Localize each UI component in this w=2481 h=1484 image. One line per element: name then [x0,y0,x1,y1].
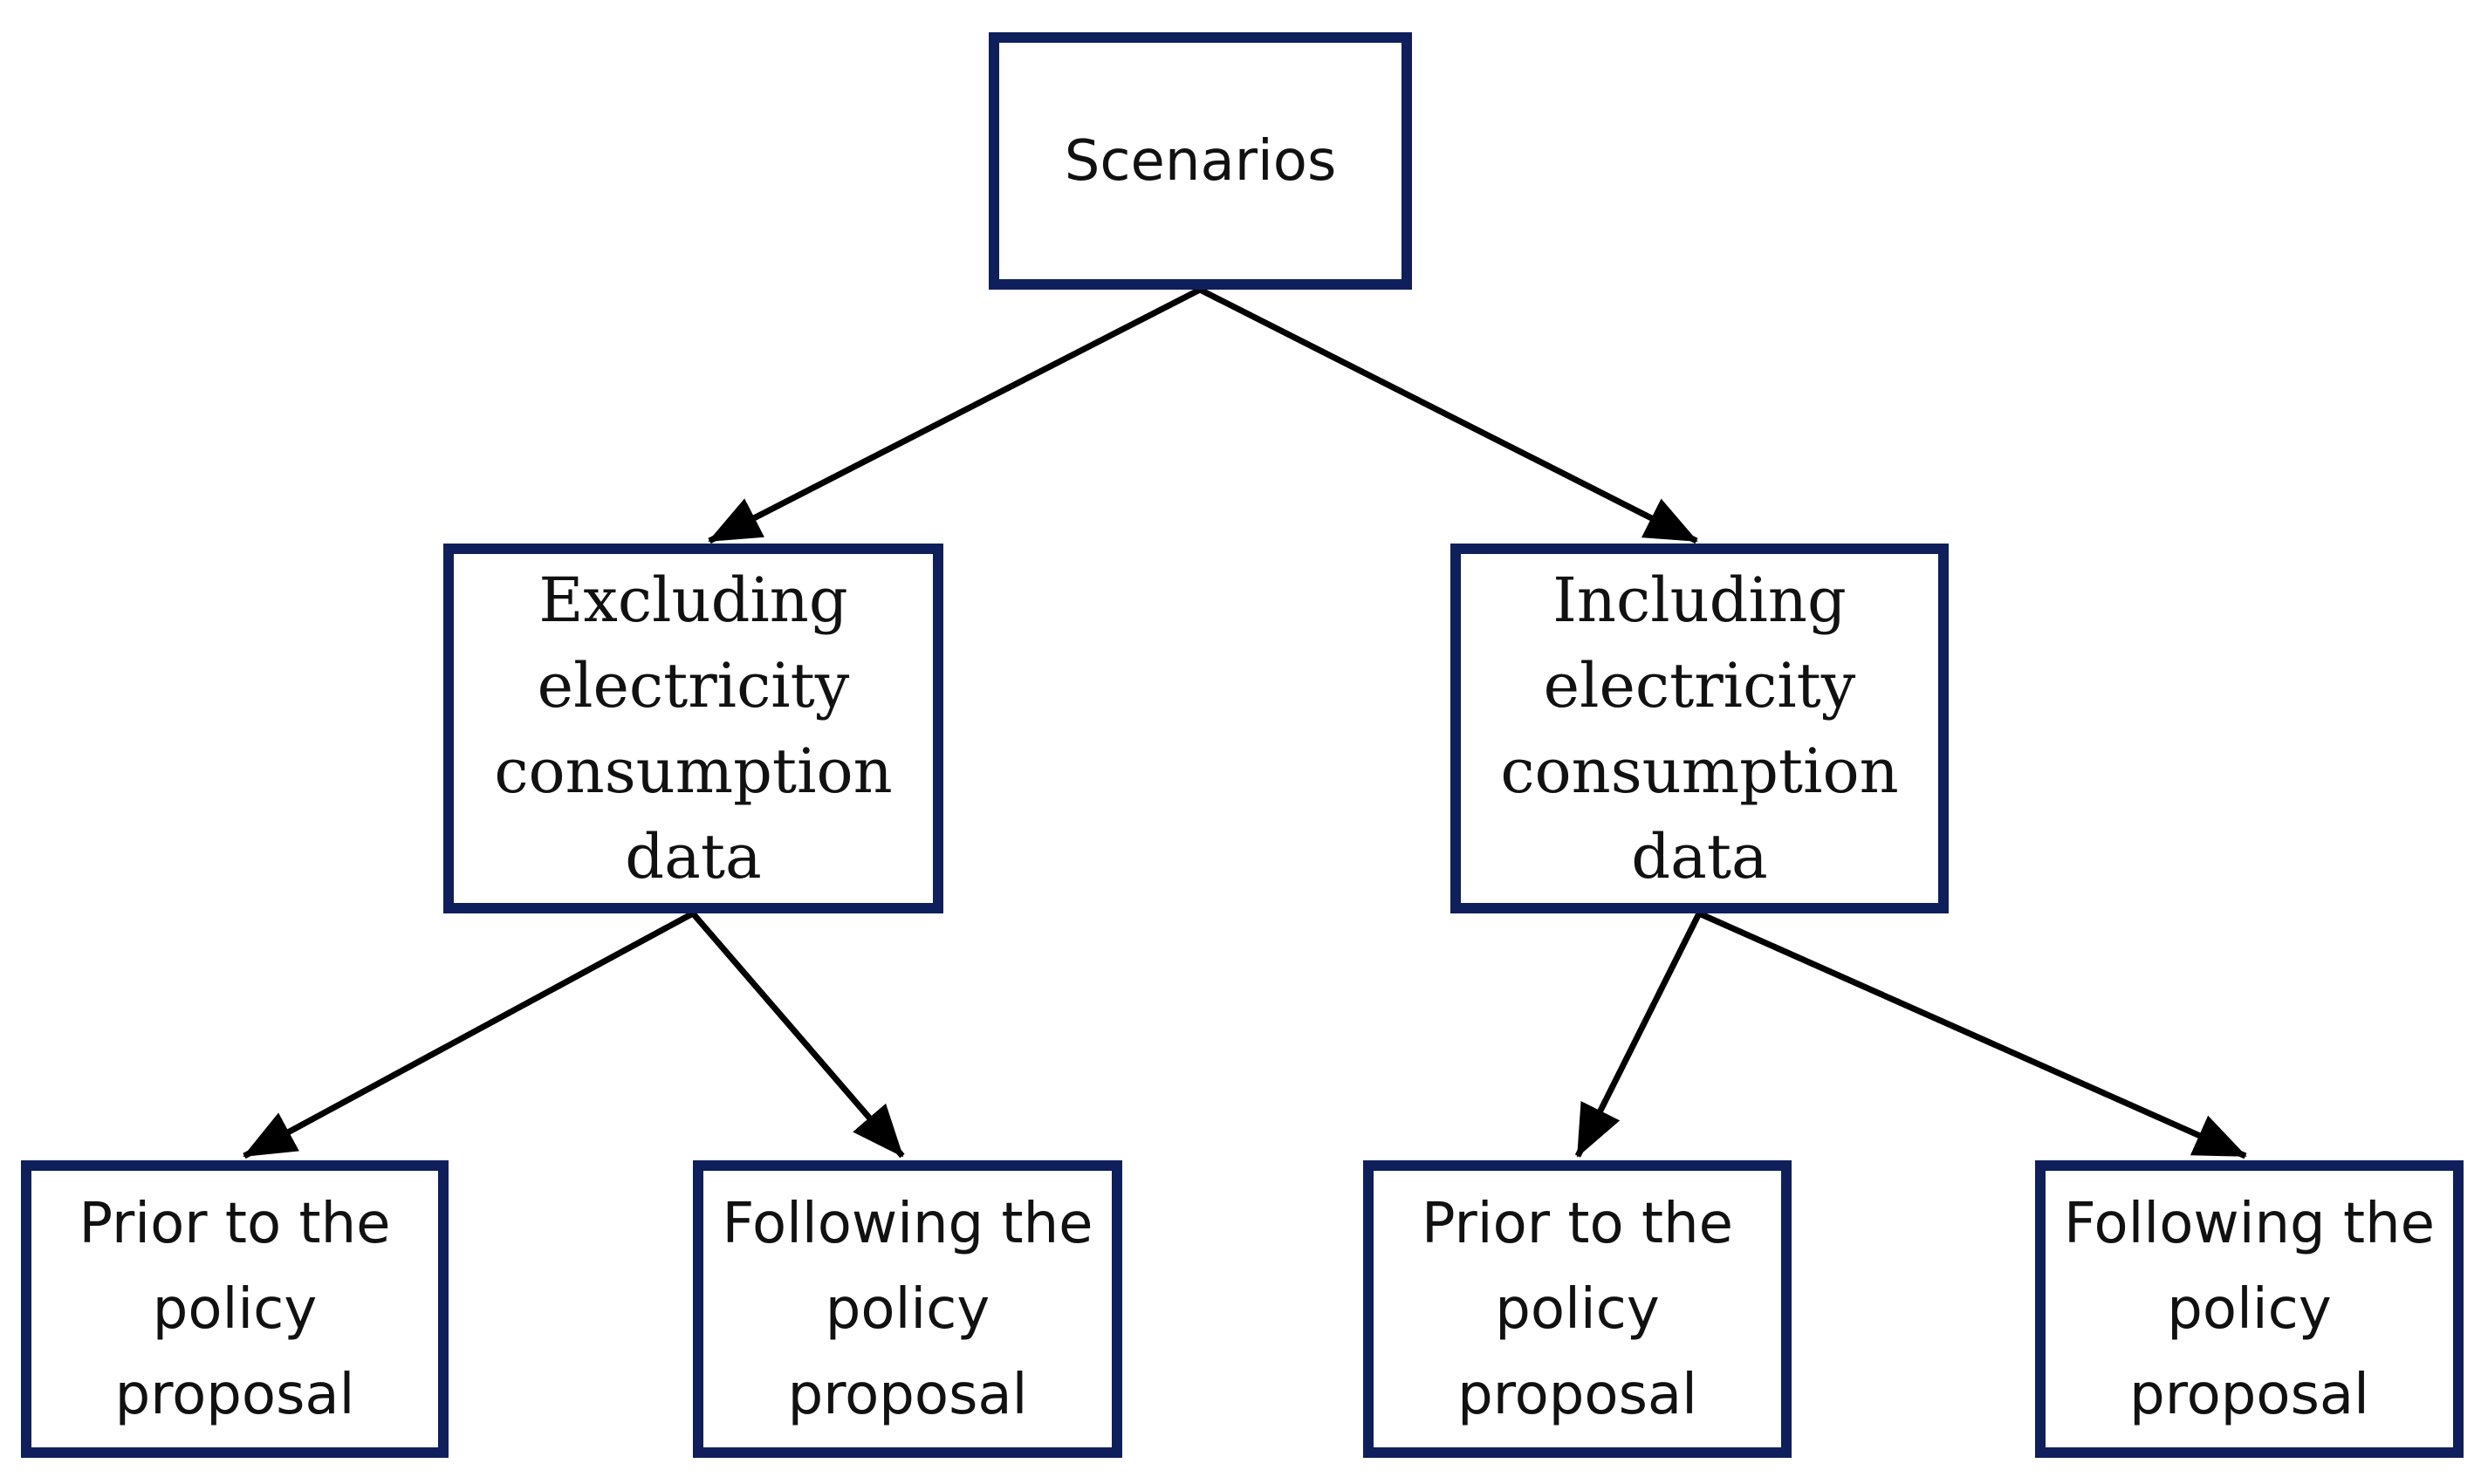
excluding-following-box: Following the policy proposal [693,1160,1122,1458]
including-data-label: Including electricity consumption data [1500,564,1899,892]
including-prior-label: Prior to the policy proposal [1422,1191,1733,1427]
scenarios-label: Scenarios [1064,128,1337,194]
scenarios-box: Scenarios [989,32,1412,290]
arrow-root-to-excluding [708,286,1202,544]
excluding-following-label: Following the policy proposal [722,1191,1093,1427]
arrow-excluding-to-following [690,911,905,1159]
arrow-including-to-following [1697,910,2247,1159]
excluding-data-box: Excluding electricity consumption data [443,544,943,913]
arrow-root-to-including [1198,286,1698,544]
excluding-prior-label: Prior to the policy proposal [79,1191,391,1427]
including-data-box: Including electricity consumption data [1450,544,1949,913]
arrow-excluding-to-prior [243,910,695,1159]
excluding-data-label: Excluding electricity consumption data [494,564,893,892]
including-following-box: Following the policy proposal [2035,1160,2464,1458]
including-following-label: Following the policy proposal [2063,1191,2436,1427]
excluding-prior-box: Prior to the policy proposal [21,1160,449,1458]
including-prior-box: Prior to the policy proposal [1363,1160,1792,1458]
arrow-including-to-prior [1574,912,1703,1158]
